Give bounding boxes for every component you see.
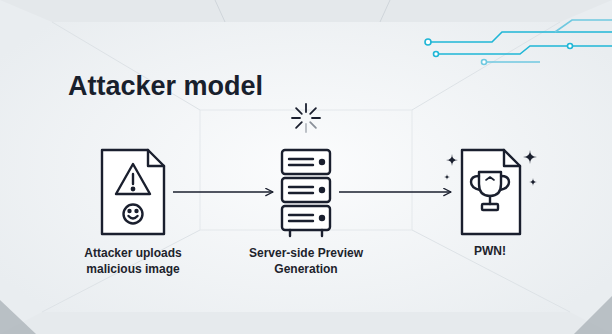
icon-node: Attacker uploads malicious image [100,148,166,236]
node-caption: Attacker uploads malicious image [66,245,201,277]
server-icon [282,150,330,236]
icon-node: PWN! [458,150,522,234]
icon-node: Server-side Preview Generation [280,148,332,236]
slide-title: Attacker model [68,70,263,102]
trophy-document-icon [462,150,520,234]
loading-spinner [292,104,320,132]
node-label: PWN! [423,243,558,259]
flow-arrow [173,191,273,193]
node-label: Attacker uploads malicious image [66,245,201,277]
node-caption: PWN! [423,243,558,259]
node-label: Server-side Preview Generation [239,245,374,277]
node-caption: Server-side Preview Generation [239,245,374,277]
circuit-lines [425,20,612,65]
flow-arrow [339,191,451,193]
sparkles [444,150,537,186]
malicious-document-icon [102,150,164,234]
